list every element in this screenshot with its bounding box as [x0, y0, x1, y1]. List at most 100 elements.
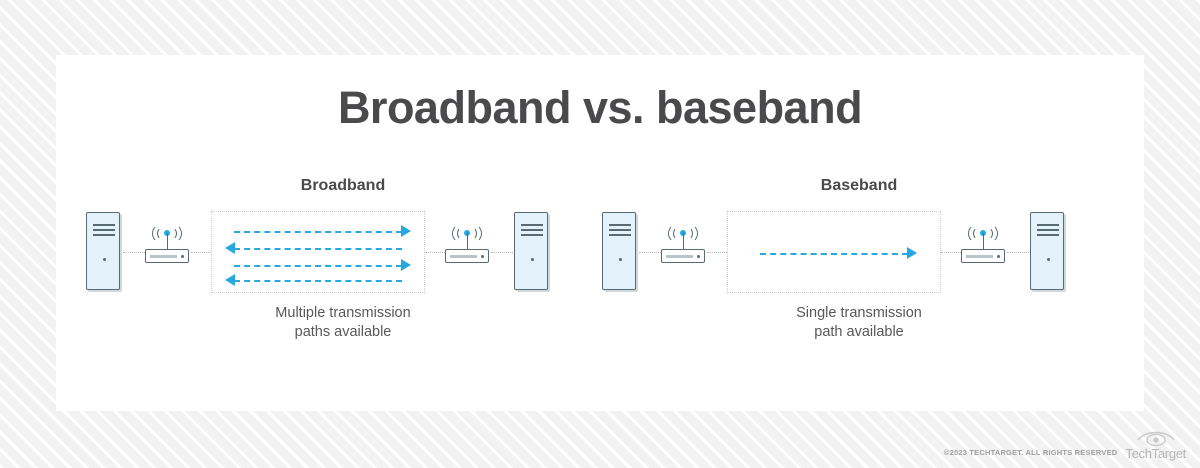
tower-vent-line — [609, 234, 631, 236]
transmission-path-box-baseband — [727, 211, 941, 293]
panel-title-broadband: Broadband — [300, 177, 386, 194]
wifi-signal-icon — [164, 224, 182, 243]
tower-power-dot — [1047, 258, 1050, 261]
wifi-signal-icon — [452, 224, 470, 243]
panel-caption-broadband: Multiple transmission paths available — [85, 304, 601, 342]
router-antenna — [982, 233, 985, 250]
router-led — [697, 255, 700, 258]
panel-title-baseband: Baseband — [820, 177, 898, 194]
tower-vent-line — [1037, 229, 1059, 231]
tower-vent-line — [521, 234, 543, 236]
diagram-baseband — [601, 211, 1117, 301]
transmission-arrow-right — [234, 225, 411, 237]
arrow-head-right-icon — [907, 247, 917, 259]
transmission-arrow-right — [234, 259, 411, 271]
page-title: Broadband vs. baseband — [337, 82, 863, 133]
wifi-signal-icon — [973, 227, 985, 240]
arrow-head-left-icon — [225, 274, 235, 286]
router-body — [145, 249, 189, 263]
arrow-head-right-icon — [401, 225, 411, 237]
router-icon-right — [961, 223, 1007, 269]
tower-power-dot — [103, 258, 106, 261]
wifi-signal-icon — [680, 224, 698, 243]
router-slot — [666, 254, 693, 258]
router-led — [997, 255, 1000, 258]
wifi-signal-icon — [980, 224, 998, 243]
techtarget-wordmark: TechTarget — [1125, 446, 1186, 461]
tower-vent-line — [609, 229, 631, 231]
tower-body — [514, 212, 548, 290]
tower-vent-line — [609, 224, 631, 226]
panel-baseband: Baseband — [601, 177, 1117, 392]
router-body — [961, 249, 1005, 263]
panel-broadband: Broadband — [85, 177, 601, 392]
router-icon-left — [145, 223, 191, 269]
arrow-head-left-icon — [225, 242, 235, 254]
connector-dotted-left — [123, 252, 145, 253]
copyright-text: ©2023 TECHTARGET. ALL RIGHTS RESERVED — [943, 448, 1118, 457]
diagram-broadband — [85, 211, 601, 301]
router-icon-left — [661, 223, 707, 269]
wifi-signal-icon — [457, 227, 469, 240]
tower-body — [1030, 212, 1064, 290]
arrow-line — [234, 230, 402, 233]
tower-vent-line — [93, 234, 115, 236]
tower-icon-right — [513, 211, 551, 293]
router-body — [445, 249, 489, 263]
arrow-line — [234, 264, 402, 267]
infographic-card: Broadband vs. baseband Broadband — [56, 55, 1144, 411]
wifi-signal-icon — [464, 224, 482, 243]
connector-dotted-right — [1007, 252, 1029, 253]
caption-line-1: Single transmission — [796, 305, 922, 321]
panel-caption-baseband: Single transmission path available — [601, 304, 1117, 342]
tower-icon-right — [1029, 211, 1067, 293]
tower-vent-line — [1037, 224, 1059, 226]
tower-body — [86, 212, 120, 290]
wifi-signal-icon — [673, 227, 685, 240]
wifi-signal-icon — [157, 227, 169, 240]
arrow-line — [234, 279, 402, 282]
arrow-line — [760, 252, 908, 255]
wifi-signal-icon — [668, 224, 686, 243]
router-icon-right — [445, 223, 491, 269]
tower-vent-line — [521, 224, 543, 226]
tower-vent-line — [93, 224, 115, 226]
tower-icon-left — [601, 211, 639, 293]
transmission-path-box-broadband — [211, 211, 425, 293]
footer: ©2023 TECHTARGET. ALL RIGHTS RESERVED Te… — [944, 429, 1186, 460]
connector-dotted-right — [491, 252, 513, 253]
router-led — [181, 255, 184, 258]
techtarget-logo: TechTarget — [1125, 429, 1186, 460]
caption-line-2: paths available — [294, 324, 392, 340]
arrow-line — [234, 247, 402, 250]
tower-icon-left — [85, 211, 123, 293]
router-antenna — [166, 233, 169, 250]
tower-body — [602, 212, 636, 290]
router-slot — [450, 254, 477, 258]
connector-dotted-left-inner — [191, 252, 211, 253]
tower-vent-line — [521, 229, 543, 231]
router-antenna — [682, 233, 685, 250]
caption-line-1: Multiple transmission — [275, 305, 411, 321]
techtarget-eye-logo-icon — [1137, 431, 1175, 447]
router-body — [661, 249, 705, 263]
wifi-signal-icon — [152, 224, 170, 243]
connector-dotted-left-inner — [707, 252, 727, 253]
connector-dotted-left — [639, 252, 661, 253]
transmission-arrow-left — [225, 274, 402, 286]
transmission-arrow-right — [760, 247, 917, 259]
arrow-head-right-icon — [401, 259, 411, 271]
tower-power-dot — [531, 258, 534, 261]
wifi-signal-icon — [968, 224, 986, 243]
tower-power-dot — [619, 258, 622, 261]
tower-vent-line — [1037, 234, 1059, 236]
tower-vent-line — [93, 229, 115, 231]
caption-line-2: path available — [814, 324, 904, 340]
transmission-arrow-left — [225, 242, 402, 254]
connector-dotted-right-inner — [425, 252, 445, 253]
router-slot — [150, 254, 177, 258]
router-antenna — [466, 233, 469, 250]
router-led — [481, 255, 484, 258]
connector-dotted-right-inner — [941, 252, 961, 253]
router-slot — [966, 254, 993, 258]
